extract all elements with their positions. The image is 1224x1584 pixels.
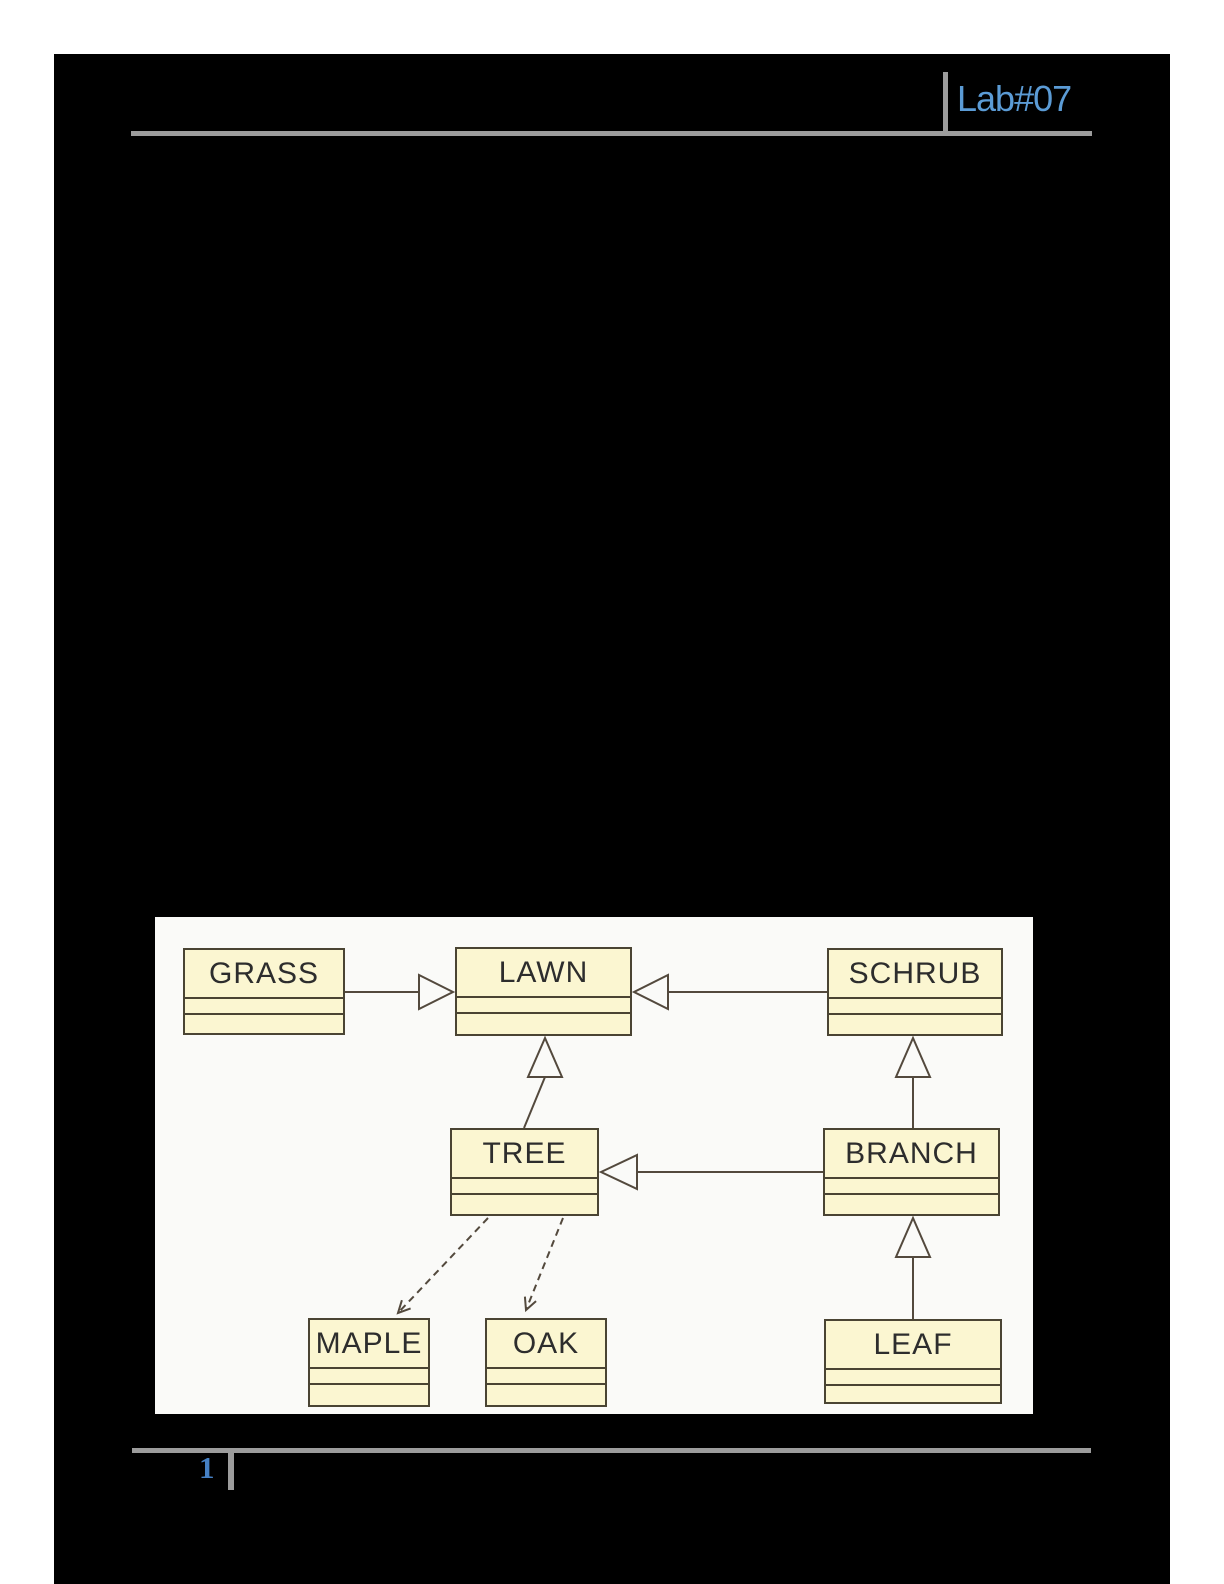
uml-class-diagram: GRASS LAWN SCHRUB TREE BRANCH MAPLE <box>155 917 1033 1414</box>
class-box-branch: BRANCH <box>823 1128 1000 1216</box>
header-divider-vertical <box>943 72 948 133</box>
class-attributes-compartment <box>829 997 1001 1013</box>
class-name-label: MAPLE <box>315 1326 423 1360</box>
class-box-grass: GRASS <box>183 948 345 1035</box>
generalization-branch-schrub <box>894 1035 932 1128</box>
class-name-label: BRANCH <box>845 1136 978 1170</box>
footer-divider-vertical <box>228 1448 234 1490</box>
class-attributes-compartment <box>825 1177 998 1193</box>
header-divider-horizontal <box>131 131 1092 136</box>
footer-divider-horizontal <box>132 1448 1091 1453</box>
class-attributes-compartment <box>185 997 343 1013</box>
class-name-label: TREE <box>482 1136 567 1170</box>
class-box-maple: MAPLE <box>308 1318 430 1407</box>
class-operations-compartment <box>826 1384 1000 1402</box>
class-operations-compartment <box>825 1193 998 1214</box>
class-attributes-compartment <box>457 996 630 1012</box>
class-box-oak: OAK <box>485 1318 607 1407</box>
class-attributes-compartment <box>487 1367 605 1383</box>
class-operations-compartment <box>185 1013 343 1033</box>
dependency-tree-oak <box>523 1217 564 1313</box>
class-name-label: SCHRUB <box>848 956 982 990</box>
class-operations-compartment <box>457 1012 630 1034</box>
generalization-grass-lawn <box>345 973 456 1011</box>
class-box-tree: TREE <box>450 1128 599 1216</box>
generalization-tree-lawn <box>523 1035 564 1129</box>
class-box-schrub: SCHRUB <box>827 948 1003 1036</box>
class-operations-compartment <box>829 1013 1001 1034</box>
class-operations-compartment <box>452 1193 597 1214</box>
class-attributes-compartment <box>452 1177 597 1193</box>
class-name-label: GRASS <box>208 956 320 990</box>
class-attributes-compartment <box>310 1367 428 1383</box>
class-operations-compartment <box>487 1383 605 1405</box>
page-number: 1 <box>199 1450 215 1485</box>
class-box-lawn: LAWN <box>455 947 632 1036</box>
class-operations-compartment <box>310 1383 428 1405</box>
generalization-schrub-lawn <box>631 973 827 1011</box>
class-box-leaf: LEAF <box>824 1319 1002 1404</box>
dependency-tree-maple <box>396 1217 489 1315</box>
class-name-label: LEAF <box>873 1327 953 1361</box>
header-lab-label: Lab#07 <box>957 78 1072 119</box>
generalization-leaf-branch <box>894 1215 932 1319</box>
class-name-label: OAK <box>512 1326 580 1360</box>
class-attributes-compartment <box>826 1368 1000 1384</box>
generalization-branch-tree <box>598 1153 823 1191</box>
class-name-label: LAWN <box>498 955 589 989</box>
